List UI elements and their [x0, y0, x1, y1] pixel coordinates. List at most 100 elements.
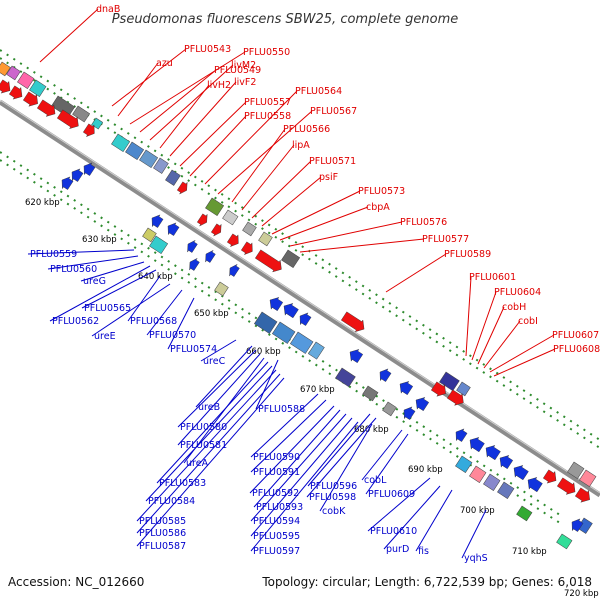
gene-label-pflu0601[interactable]: PFLU0601	[469, 272, 516, 283]
gene-label-pflu0585[interactable]: PFLU0585	[139, 516, 186, 527]
gene-label-pflu0550[interactable]: PFLU0550	[243, 47, 290, 58]
reverse-gene-arrow	[571, 518, 584, 532]
gene-label-ureb[interactable]: ureB	[198, 402, 220, 413]
tick-label-640-kbp: 640 kbp	[138, 272, 173, 282]
gene-label-pflu0586[interactable]: PFLU0586	[139, 528, 186, 539]
gene-label-pflu0571[interactable]: PFLU0571	[309, 156, 356, 167]
leader-pflu0564	[204, 90, 298, 185]
gene-label-pflu0607[interactable]: PFLU0607	[552, 330, 599, 341]
gene-block	[271, 321, 296, 344]
gene-label-pflu0583[interactable]: PFLU0583	[159, 478, 206, 489]
gene-block	[382, 401, 397, 417]
reverse-gene-arrow	[349, 349, 364, 364]
gene-label-pflu0573[interactable]: PFLU0573	[358, 186, 405, 197]
forward-gene-arrow	[254, 249, 282, 273]
gene-label-pflu0593[interactable]: PFLU0593	[256, 502, 303, 513]
gene-label-pflu0567[interactable]: PFLU0567	[310, 106, 357, 117]
gene-label-urec[interactable]: ureC	[203, 356, 226, 367]
gene-block	[125, 141, 145, 161]
leader-pflu0609	[365, 433, 409, 495]
gene-label-cobh[interactable]: cobH	[502, 302, 526, 313]
gene-label-pflu0557[interactable]: PFLU0557	[244, 97, 291, 108]
leader-pflu0562	[49, 265, 151, 322]
gene-label-purd[interactable]: purD	[386, 544, 409, 555]
leader-pflu0593	[253, 409, 341, 508]
gene-label-pflu0592[interactable]: PFLU0592	[252, 488, 299, 499]
gene-label-dnab[interactable]: dnaB	[96, 4, 120, 15]
gene-label-pflu0608[interactable]: PFLU0608	[553, 344, 600, 355]
gene-label-urea[interactable]: ureA	[186, 458, 209, 469]
leader-pflu0595	[250, 417, 353, 537]
gene-label-pflu0565[interactable]: PFLU0565	[84, 303, 131, 314]
gene-label-pflu0560[interactable]: PFLU0560	[50, 264, 97, 275]
gene-label-psif[interactable]: psiF	[319, 172, 338, 183]
leader-cbpa	[279, 206, 369, 241]
gene-block	[153, 157, 169, 174]
gene-label-cobl[interactable]: cobL	[364, 475, 387, 486]
leader-pflu0587	[136, 377, 285, 547]
gene-block	[51, 95, 76, 118]
gene-label-pflu0589[interactable]: PFLU0589	[444, 249, 491, 260]
gene-label-pflu0609[interactable]: PFLU0609	[368, 489, 415, 500]
gene-label-pflu0595[interactable]: PFLU0595	[253, 531, 300, 542]
gene-label-livf2[interactable]: livF2	[234, 77, 256, 88]
genome-backbone-highlight	[0, 99, 600, 494]
gene-label-uree[interactable]: ureE	[94, 331, 116, 342]
gene-label-pflu0604[interactable]: PFLU0604	[494, 287, 541, 298]
gene-label-pflu0564[interactable]: PFLU0564	[295, 86, 342, 97]
gene-label-pflu0558[interactable]: PFLU0558	[244, 111, 291, 122]
gene-label-pflu0549[interactable]: PFLU0549	[214, 65, 261, 76]
gene-label-pflu0596[interactable]: PFLU0596	[310, 481, 357, 492]
gene-label-pflu0559[interactable]: PFLU0559	[30, 249, 77, 260]
gene-block	[362, 385, 379, 402]
gene-label-livh2[interactable]: livH2	[207, 80, 231, 91]
gene-label-pflu0566[interactable]: PFLU0566	[283, 124, 330, 135]
gene-block	[149, 235, 169, 255]
gene-label-pflu0581[interactable]: PFLU0581	[180, 440, 227, 451]
gene-label-pflu0587[interactable]: PFLU0587	[139, 541, 186, 552]
gene-label-fis[interactable]: fis	[418, 546, 429, 557]
gene-label-pflu0597[interactable]: PFLU0597	[253, 546, 300, 557]
gene-label-pflu0562[interactable]: PFLU0562	[52, 316, 99, 327]
gene-label-pflu0588[interactable]: PFLU0588	[258, 404, 305, 415]
gene-label-pflu0598[interactable]: PFLU0598	[309, 492, 356, 503]
gene-label-pflu0584[interactable]: PFLU0584	[148, 496, 195, 507]
gene-label-pflu0594[interactable]: PFLU0594	[253, 516, 300, 527]
gene-label-pflu0568[interactable]: PFLU0568	[130, 316, 177, 327]
gene-label-pflu0590[interactable]: PFLU0590	[253, 452, 300, 463]
reverse-gene-arrow	[187, 239, 198, 253]
gene-label-pflu0577[interactable]: PFLU0577	[422, 234, 469, 245]
forward-gene-arrow	[556, 477, 576, 495]
gene-label-pflu0591[interactable]: PFLU0591	[253, 467, 300, 478]
map-title: Pseudomonas fluorescens SBW25, complete …	[112, 12, 459, 27]
forward-gene-arrow	[22, 91, 38, 107]
tick-label-630-kbp: 630 kbp	[82, 235, 117, 245]
leader-pflu0592	[249, 405, 335, 494]
gene-label-yqhs[interactable]: yqhS	[464, 553, 488, 564]
gene-label-pflu0543[interactable]: PFLU0543	[184, 44, 231, 55]
forward-gene-arrow	[542, 469, 557, 484]
leader-pflu0591	[250, 399, 327, 473]
gene-label-cbpa[interactable]: cbpA	[366, 202, 390, 213]
gene-label-pflu0576[interactable]: PFLU0576	[400, 217, 447, 228]
gene-block	[139, 149, 159, 169]
gene-label-cobi[interactable]: cobI	[518, 316, 538, 327]
gene-label-pflu0574[interactable]: PFLU0574	[170, 344, 217, 355]
leader-psif	[261, 176, 322, 227]
gene-label-ureg[interactable]: ureG	[83, 276, 106, 287]
accession-text: Accession: NC_012660	[8, 575, 144, 589]
reverse-gene-arrow	[269, 297, 284, 312]
reverse-gene-arrow	[61, 176, 74, 190]
gene-block	[483, 473, 501, 491]
gene-label-pflu0610[interactable]: PFLU0610	[370, 526, 417, 537]
gene-label-azu[interactable]: azu	[156, 58, 173, 69]
gene-label-cobk[interactable]: cobK	[322, 506, 346, 517]
leader-pflu0570	[146, 289, 183, 336]
gene-label-pflu0570[interactable]: PFLU0570	[149, 330, 196, 341]
leader-pflu0588	[255, 359, 279, 410]
gene-label-pflu0580[interactable]: PFLU0580	[180, 422, 227, 433]
leader-pflu0574	[167, 297, 195, 350]
leader-pflu0580	[177, 349, 257, 428]
gene-label-lipa[interactable]: lipA	[292, 140, 310, 151]
gene-label-livm2[interactable]: livM2	[231, 60, 256, 71]
